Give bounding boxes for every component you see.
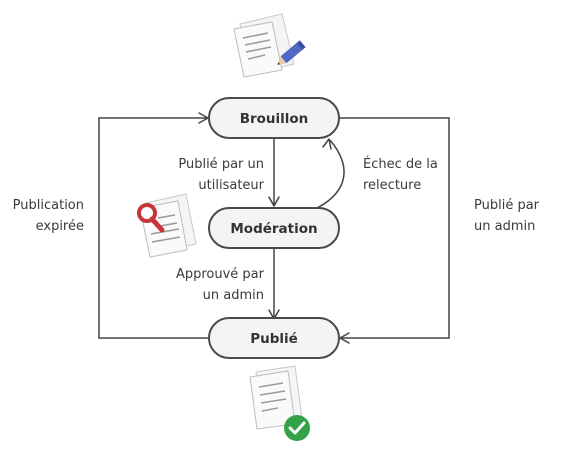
document-pencil-icon bbox=[233, 13, 306, 78]
label-review-failed: Échec de la relecture bbox=[363, 156, 438, 193]
label-user-published-line2: utilisateur bbox=[198, 178, 264, 193]
label-admin-published-line2: un admin bbox=[474, 219, 535, 234]
label-admin-published-line1: Publié par bbox=[474, 198, 540, 213]
edge-moderation-to-published bbox=[268, 248, 280, 320]
state-draft-label: Brouillon bbox=[240, 111, 309, 127]
label-admin-approved-line2: un admin bbox=[203, 288, 264, 303]
state-moderation: Modération bbox=[208, 207, 340, 249]
state-published: Publié bbox=[208, 317, 340, 359]
label-admin-published: Publié par un admin bbox=[474, 198, 540, 234]
edge-draft-to-moderation bbox=[268, 138, 280, 207]
label-user-published: Publié par un utilisateur bbox=[178, 157, 264, 193]
edge-draft-to-published bbox=[339, 117, 450, 344]
edge-moderation-to-draft bbox=[312, 138, 345, 211]
state-draft: Brouillon bbox=[208, 97, 340, 139]
label-review-failed-line1: Échec de la bbox=[363, 156, 438, 172]
state-published-label: Publié bbox=[250, 331, 298, 347]
state-moderation-label: Modération bbox=[230, 221, 317, 237]
label-expired-line2: expirée bbox=[36, 219, 84, 234]
label-review-failed-line2: relecture bbox=[363, 178, 421, 193]
label-expired: Publication expirée bbox=[13, 198, 84, 234]
label-expired-line1: Publication bbox=[13, 198, 84, 213]
label-user-published-line1: Publié par un bbox=[178, 157, 264, 172]
document-magnifier-icon bbox=[137, 193, 197, 258]
document-checkmark-icon bbox=[249, 365, 310, 441]
label-admin-approved-line1: Approuvé par bbox=[176, 267, 265, 282]
label-admin-approved: Approuvé par un admin bbox=[176, 267, 265, 303]
